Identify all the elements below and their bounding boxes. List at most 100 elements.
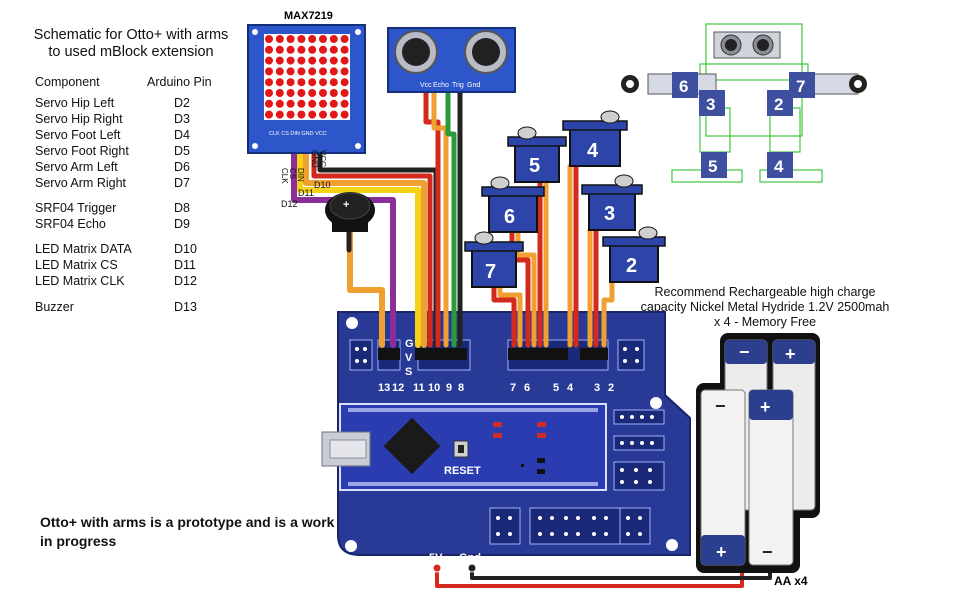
led-dot — [265, 99, 273, 108]
led-dot — [319, 35, 327, 43]
prototype-note: Otto+ with arms is a prototype and is a … — [40, 514, 335, 549]
led-dot — [308, 89, 317, 97]
power-5v-terminal — [432, 563, 442, 573]
led-dot — [297, 67, 306, 76]
led-dot — [329, 110, 338, 119]
led-dot — [329, 45, 338, 54]
battery-terminal: − — [715, 396, 726, 416]
header-label-g: G — [405, 338, 414, 350]
servo-number: 6 — [504, 206, 515, 228]
led-dot — [340, 78, 349, 87]
connection-pin: D6 — [174, 160, 190, 174]
servo-2: 2 — [602, 226, 666, 283]
connection-component: Buzzer — [35, 300, 74, 314]
sensor-pin-label: Echo — [433, 82, 449, 89]
led-dot — [297, 35, 306, 43]
led-dot — [340, 45, 349, 54]
ultrasonic-sensor: Vcc Echo Trig Gnd — [387, 27, 516, 93]
title-line-2: to used mBlock extension — [48, 44, 214, 60]
led-dot — [319, 110, 327, 119]
led-dot — [275, 110, 284, 119]
robot-servo-label: 7 — [796, 77, 805, 96]
servo-number: 7 — [485, 261, 496, 283]
pin-number: 13 — [378, 382, 390, 394]
connection-pin: D8 — [174, 201, 190, 215]
led-dot — [340, 99, 349, 108]
led-dot — [275, 99, 284, 108]
led-dot — [275, 56, 284, 65]
matrix-pin-label: DIN — [296, 168, 305, 182]
title-line-1: Schematic for Otto+ with arms — [33, 27, 229, 43]
led-dot — [319, 78, 327, 87]
led-dot — [340, 56, 349, 65]
led-dot — [308, 99, 317, 108]
mounting-hole — [666, 539, 678, 551]
matrix-pin-label: VCC — [318, 150, 327, 167]
led-dot — [308, 56, 317, 65]
led-dot — [265, 45, 273, 54]
connection-component: Servo Hip Right — [35, 112, 123, 126]
servo-number: 3 — [604, 203, 615, 225]
led-dot — [286, 78, 295, 87]
led-dot — [275, 89, 284, 97]
battery-terminal: − — [739, 342, 750, 362]
sensor-pin-label: Trig — [452, 82, 464, 89]
led-dot — [340, 89, 349, 97]
led-dot — [297, 45, 306, 54]
led-dot — [275, 35, 284, 43]
led-dot — [329, 99, 338, 108]
led-dot — [286, 110, 295, 119]
connection-component: Servo Arm Right — [35, 176, 127, 190]
servo-7: 7 — [464, 231, 524, 288]
servo-6: 6 — [481, 176, 545, 233]
table-header-component: Component — [35, 75, 100, 89]
mounting-hole — [650, 397, 662, 409]
connection-pin: D5 — [174, 144, 190, 158]
led-dot — [265, 110, 273, 119]
mounting-hole — [345, 540, 357, 552]
header-label-s: S — [405, 366, 412, 378]
connection-component: Servo Arm Left — [35, 160, 118, 174]
led-dot — [319, 45, 327, 54]
connection-pin: D12 — [174, 274, 197, 288]
led-dot — [286, 45, 295, 54]
led-dot — [275, 45, 284, 54]
servo-5: 5 — [507, 126, 567, 183]
led-dot — [329, 67, 338, 76]
wire-label-d10: D10 — [314, 180, 331, 190]
pin-number: 5 — [553, 382, 559, 394]
robot-servo-label: 3 — [706, 95, 715, 114]
led-dot — [286, 99, 295, 108]
led-dot — [308, 110, 317, 119]
connection-component: Servo Hip Left — [35, 96, 115, 110]
led-dot — [275, 67, 284, 76]
connection-component: Servo Foot Left — [35, 128, 121, 142]
led-dot — [265, 78, 273, 87]
led-dot — [286, 89, 295, 97]
connection-pin: D7 — [174, 176, 190, 190]
led-dot — [319, 89, 327, 97]
led-dot — [340, 67, 349, 76]
connection-pin: D10 — [174, 242, 197, 256]
arduino-shield: G V S 13 12 11 10 9 8 7 6 5 4 3 2 — [321, 311, 691, 556]
wire-label-d11: D11 — [298, 188, 314, 198]
led-dot — [308, 35, 317, 43]
pin-number: 6 — [524, 382, 530, 394]
connection-component: SRF04 Echo — [35, 217, 106, 231]
header-label-v: V — [405, 352, 413, 364]
pin-number: 12 — [392, 382, 404, 394]
mounting-hole — [346, 317, 358, 329]
pin-number: 9 — [446, 382, 452, 394]
led-dot — [297, 78, 306, 87]
battery-terminal: + — [716, 542, 727, 562]
led-dot — [297, 110, 306, 119]
battery-pack: − + + + − − — [696, 333, 820, 573]
wire-label-d12: D12 — [281, 199, 298, 209]
matrix-header-label: CLK CS DIN GND VCC — [269, 131, 327, 137]
battery-recommendation: Recommend Rechargeable high charge capac… — [640, 285, 890, 329]
led-dot — [265, 67, 273, 76]
power-5v-label: 5V — [429, 552, 443, 564]
pin-number: 11 — [413, 382, 425, 394]
power-gnd-label: Gnd — [459, 552, 481, 564]
